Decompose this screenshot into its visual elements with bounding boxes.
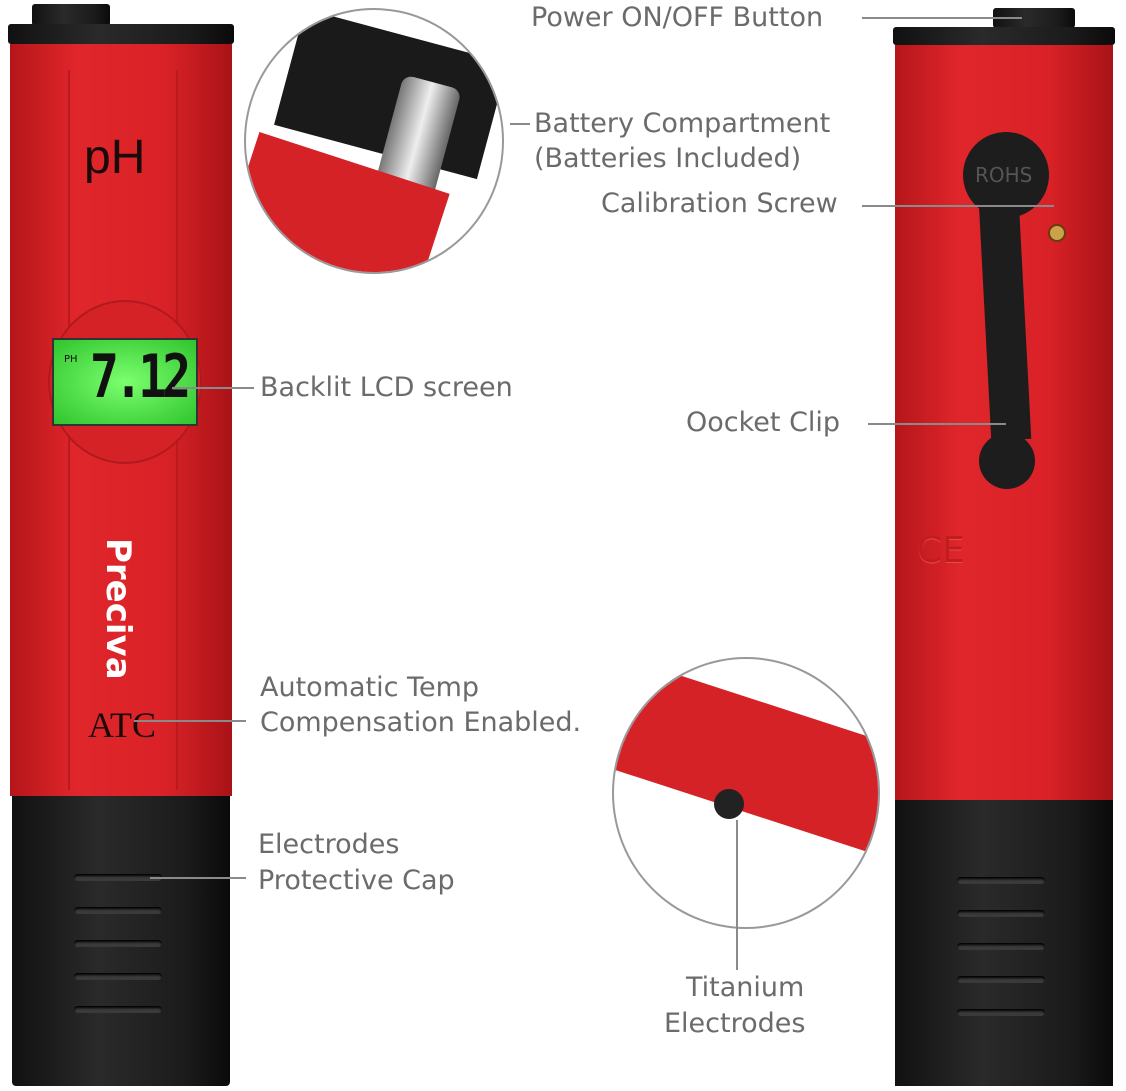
atc-label-2: Compensation Enabled. [260, 707, 582, 738]
cap-slot [74, 874, 162, 881]
atc-label: ATC [88, 705, 157, 745]
cap-slot [74, 1006, 162, 1013]
electrode-housing [614, 659, 878, 853]
leader-line [150, 877, 246, 879]
clip-label: Oocket Clip [686, 407, 841, 438]
ce-mark: CE [917, 530, 965, 571]
top-cap-strip [8, 24, 234, 44]
lcd-reading: 7.12 [90, 342, 191, 412]
electrodes-label-1: Titanium [686, 972, 805, 1003]
electrode-tip [714, 789, 744, 819]
leader-line [862, 205, 1054, 207]
leader-line [510, 123, 530, 125]
electrodes-label-2: Electrodes [664, 1008, 806, 1039]
rohs-label: ROHS [975, 163, 1033, 187]
right-ph-meter: ROHS CE [893, 0, 1115, 1091]
electrode-closeup [612, 657, 880, 929]
lcd-unit: PH [64, 354, 78, 365]
cap-slot [74, 907, 162, 914]
battery-label-1: Battery Compartment [534, 108, 831, 139]
cap-slot [957, 877, 1045, 884]
atc-label-1: Automatic Temp [260, 672, 480, 703]
brand-logo: Preciva [98, 538, 138, 680]
ph-label: pH [84, 131, 146, 184]
top-cap-strip [893, 27, 1115, 45]
leader-line [862, 17, 1022, 19]
leader-line [134, 720, 246, 722]
cap-slot [957, 1009, 1045, 1016]
leader-line [868, 423, 1006, 425]
cap-label-2: Protective Cap [258, 865, 455, 896]
power-button-label: Power ON/OFF Button [531, 2, 824, 33]
clip-bottom [979, 433, 1035, 489]
lcd-label: Backlit LCD screen [260, 372, 513, 403]
cap-label-1: Electrodes [258, 829, 400, 860]
cap-slot [957, 976, 1045, 983]
battery-label-2: (Batteries Included) [534, 143, 802, 174]
cap-slot [74, 973, 162, 980]
cap-slot [957, 943, 1045, 950]
calibration-screw [1048, 224, 1066, 242]
left-ph-meter: pH PH 7.12 Preciva ATC [8, 0, 234, 1091]
cap-slot [74, 940, 162, 947]
leader-line [172, 387, 254, 389]
power-button [32, 4, 110, 26]
calibration-label: Calibration Screw [601, 188, 838, 219]
leader-line [736, 820, 738, 970]
cap-slot [957, 910, 1045, 917]
lcd-screen: PH 7.12 [52, 338, 198, 426]
power-button-back [993, 8, 1075, 28]
battery-compartment-closeup [244, 8, 504, 274]
